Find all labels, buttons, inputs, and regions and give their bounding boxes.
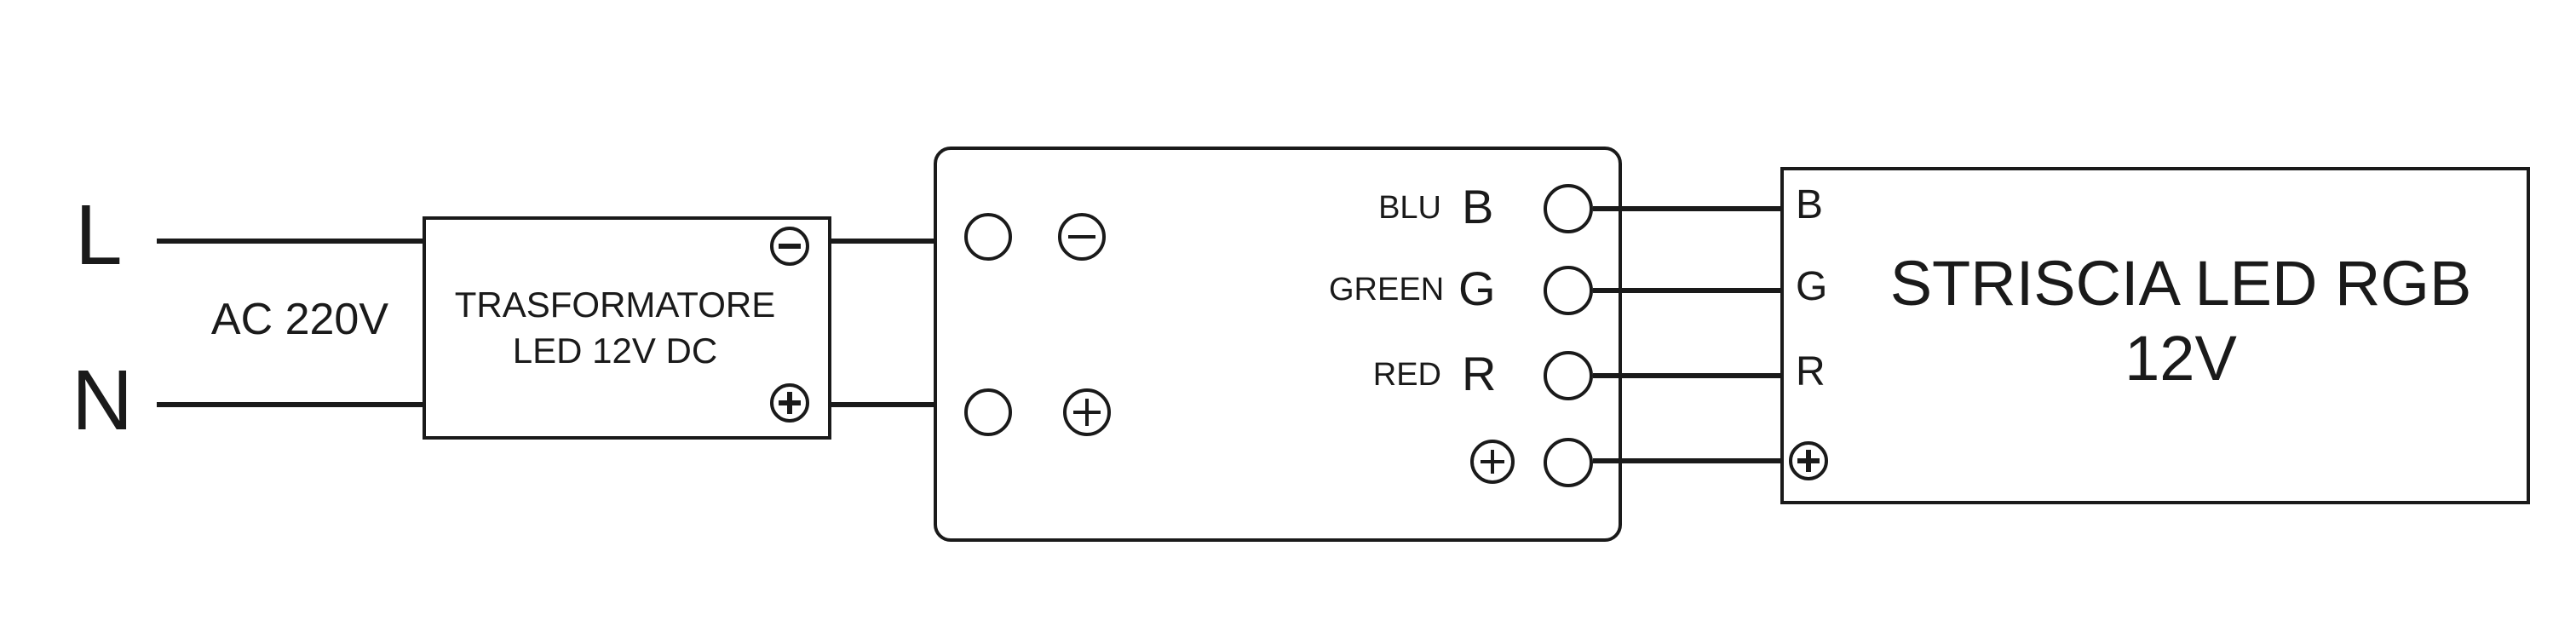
transformer-minus-terminal-icon (770, 227, 809, 266)
led-strip-box (1780, 167, 2530, 504)
wire-transformer-plus-to-controller (831, 402, 934, 406)
strip-name-line2: 12V (2125, 324, 2237, 394)
controller-plus-output-icon (1470, 440, 1515, 484)
controller-plus-terminal-circle (1544, 438, 1593, 487)
transformer-name-line1: TRASFORMATORE (454, 285, 776, 325)
wire-line-to-transformer (157, 239, 423, 243)
transformer-plus-terminal-icon (770, 383, 809, 423)
controller-input-minus-icon (1058, 213, 1106, 261)
controller-input-terminal-top (964, 213, 1012, 261)
wire-controller-r-to-strip (1593, 373, 1780, 377)
channel-terminal-letter-r: R (1462, 348, 1497, 400)
channel-terminal-circle-r (1544, 351, 1593, 400)
strip-name-line1: STRISCIA LED RGB (1889, 249, 2472, 319)
transformer-name-line2: LED 12V DC (512, 331, 718, 371)
strip-plus-terminal-icon (1789, 441, 1828, 480)
channel-terminal-circle-b (1544, 184, 1593, 233)
channel-terminal-letter-g: G (1458, 262, 1496, 315)
strip-name: STRISCIA LED RGB 12V (1780, 153, 2530, 491)
wire-controller-plus-to-strip (1593, 458, 1780, 463)
controller-box (934, 147, 1622, 542)
mains-line-label: L (75, 187, 123, 283)
mains-voltage-label: AC 220V (210, 293, 389, 344)
wire-transformer-minus-to-controller (831, 239, 934, 243)
channel-terminal-letter-b: B (1462, 181, 1494, 233)
transformer-box (423, 216, 831, 440)
mains-neutral-label: N (72, 353, 134, 448)
transformer-name: TRASFORMATORE LED 12V DC (423, 216, 831, 440)
channel-color-label-green: GREEN (1329, 273, 1445, 308)
wire-neutral-to-transformer (157, 402, 423, 406)
controller-input-terminal-bottom (964, 388, 1012, 436)
channel-color-label-red: RED (1372, 358, 1441, 394)
wire-controller-g-to-strip (1593, 288, 1780, 292)
strip-terminal-g-label: G (1796, 264, 1828, 310)
wire-controller-b-to-strip (1593, 206, 1780, 210)
controller-input-plus-icon (1063, 388, 1111, 436)
strip-terminal-r-label: R (1796, 349, 1826, 395)
strip-terminal-b-label: B (1796, 182, 1824, 228)
channel-terminal-circle-g (1544, 266, 1593, 315)
channel-color-label-blu: BLU (1378, 191, 1441, 227)
